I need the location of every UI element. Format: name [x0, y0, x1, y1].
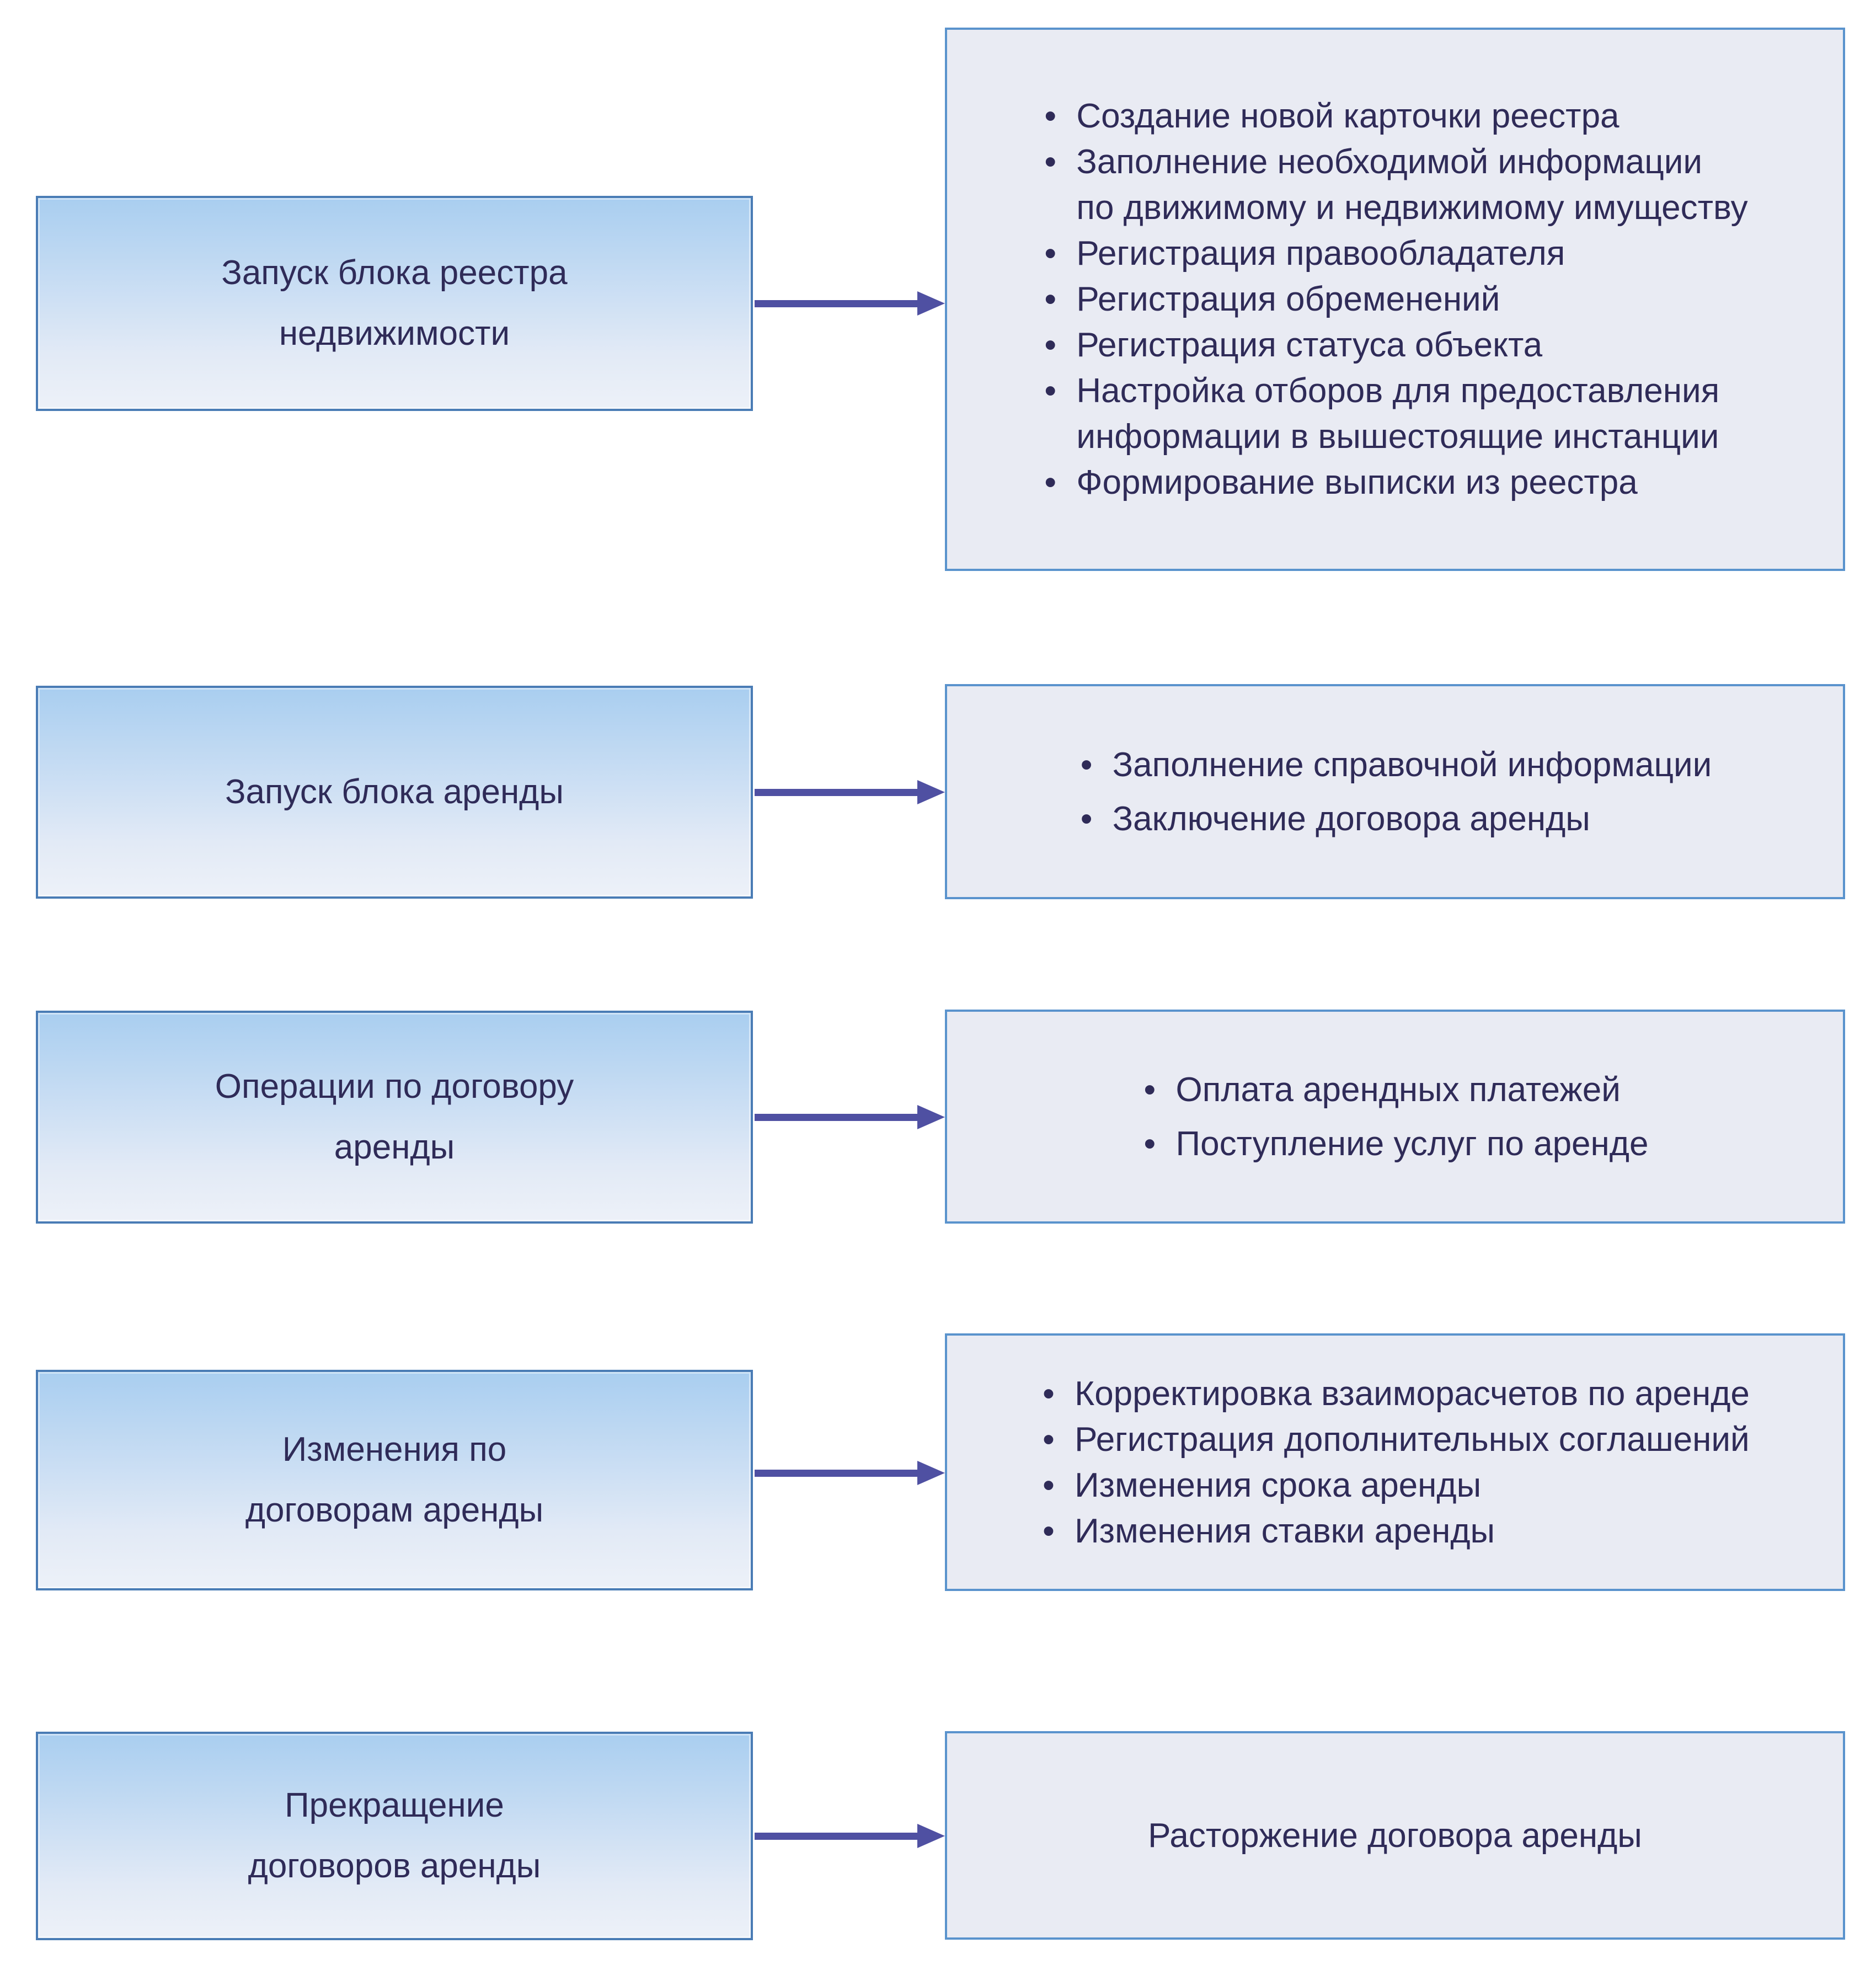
- stage-box-5: Прекращение договоров аренды: [36, 1732, 753, 1940]
- arrow-shaft: [755, 1832, 917, 1840]
- detail-item: Формирование выписки из реестра: [1042, 460, 1747, 505]
- detail-item: Заключение договора аренды: [1078, 796, 1712, 842]
- details-list-1: Создание новой карточки реестраЗаполнени…: [1042, 93, 1747, 505]
- arrow-shaft: [755, 300, 917, 307]
- detail-item: Поступление услуг по аренде: [1142, 1121, 1649, 1167]
- arrow-right-icon-5: [755, 1824, 945, 1848]
- detail-item: Настройка отборов для предоставления инф…: [1042, 368, 1747, 460]
- detail-item: Регистрация обременений: [1042, 276, 1747, 322]
- stage-label-2: Запуск блока аренды: [225, 773, 564, 811]
- detail-item: Заполнение справочной информации: [1078, 742, 1712, 788]
- detail-item: Оплата арендных платежей: [1142, 1067, 1649, 1113]
- details-list-5: Расторжение договора аренды: [1148, 1813, 1642, 1859]
- arrow-right-icon-2: [755, 780, 945, 804]
- arrow-head: [917, 1461, 945, 1485]
- detail-item: Изменения ставки аренды: [1040, 1508, 1750, 1554]
- detail-item: Корректировка взаиморасчетов по аренде: [1040, 1371, 1750, 1417]
- arrow-shaft: [755, 788, 917, 796]
- details-list-2: Заполнение справочной информацииЗаключен…: [1078, 742, 1712, 842]
- arrow-right-icon-1: [755, 291, 945, 316]
- arrow-head: [917, 291, 945, 316]
- stage-box-3: Операции по договору аренды: [36, 1011, 753, 1224]
- arrow-head: [917, 780, 945, 804]
- stage-label-1: Запуск блока реестра недвижимости: [221, 254, 568, 353]
- arrow-head: [917, 1105, 945, 1129]
- detail-item: Расторжение договора аренды: [1148, 1816, 1642, 1855]
- detail-item: Заполнение необходимой информации по дви…: [1042, 139, 1747, 231]
- details-box-5: Расторжение договора аренды: [945, 1731, 1845, 1940]
- stage-box-4: Изменения по договорам аренды: [36, 1370, 753, 1590]
- stage-label-4: Изменения по договорам аренды: [245, 1430, 544, 1529]
- arrow-shaft: [755, 1113, 917, 1121]
- arrow-shaft: [755, 1469, 917, 1477]
- details-box-3: Оплата арендных платежейПоступление услу…: [945, 1010, 1845, 1224]
- arrow-head: [917, 1824, 945, 1848]
- stage-label-5: Прекращение договоров аренды: [248, 1786, 541, 1885]
- details-list-3: Оплата арендных платежейПоступление услу…: [1142, 1067, 1649, 1167]
- stage-box-1: Запуск блока реестра недвижимости: [36, 196, 753, 411]
- detail-item: Регистрация правообладателя: [1042, 231, 1747, 276]
- detail-item: Регистрация статуса объекта: [1042, 322, 1747, 368]
- details-box-1: Создание новой карточки реестраЗаполнени…: [945, 28, 1845, 571]
- detail-item: Создание новой карточки реестра: [1042, 93, 1747, 139]
- arrow-right-icon-4: [755, 1461, 945, 1485]
- details-box-4: Корректировка взаиморасчетов по арендеРе…: [945, 1333, 1845, 1591]
- details-list-4: Корректировка взаиморасчетов по арендеРе…: [1040, 1371, 1750, 1554]
- detail-item: Регистрация дополнительных соглашений: [1040, 1417, 1750, 1462]
- detail-item: Изменения срока аренды: [1040, 1462, 1750, 1508]
- arrow-right-icon-3: [755, 1105, 945, 1129]
- details-box-2: Заполнение справочной информацииЗаключен…: [945, 684, 1845, 899]
- stage-box-2: Запуск блока аренды: [36, 686, 753, 899]
- stage-label-3: Операции по договору аренды: [215, 1067, 574, 1166]
